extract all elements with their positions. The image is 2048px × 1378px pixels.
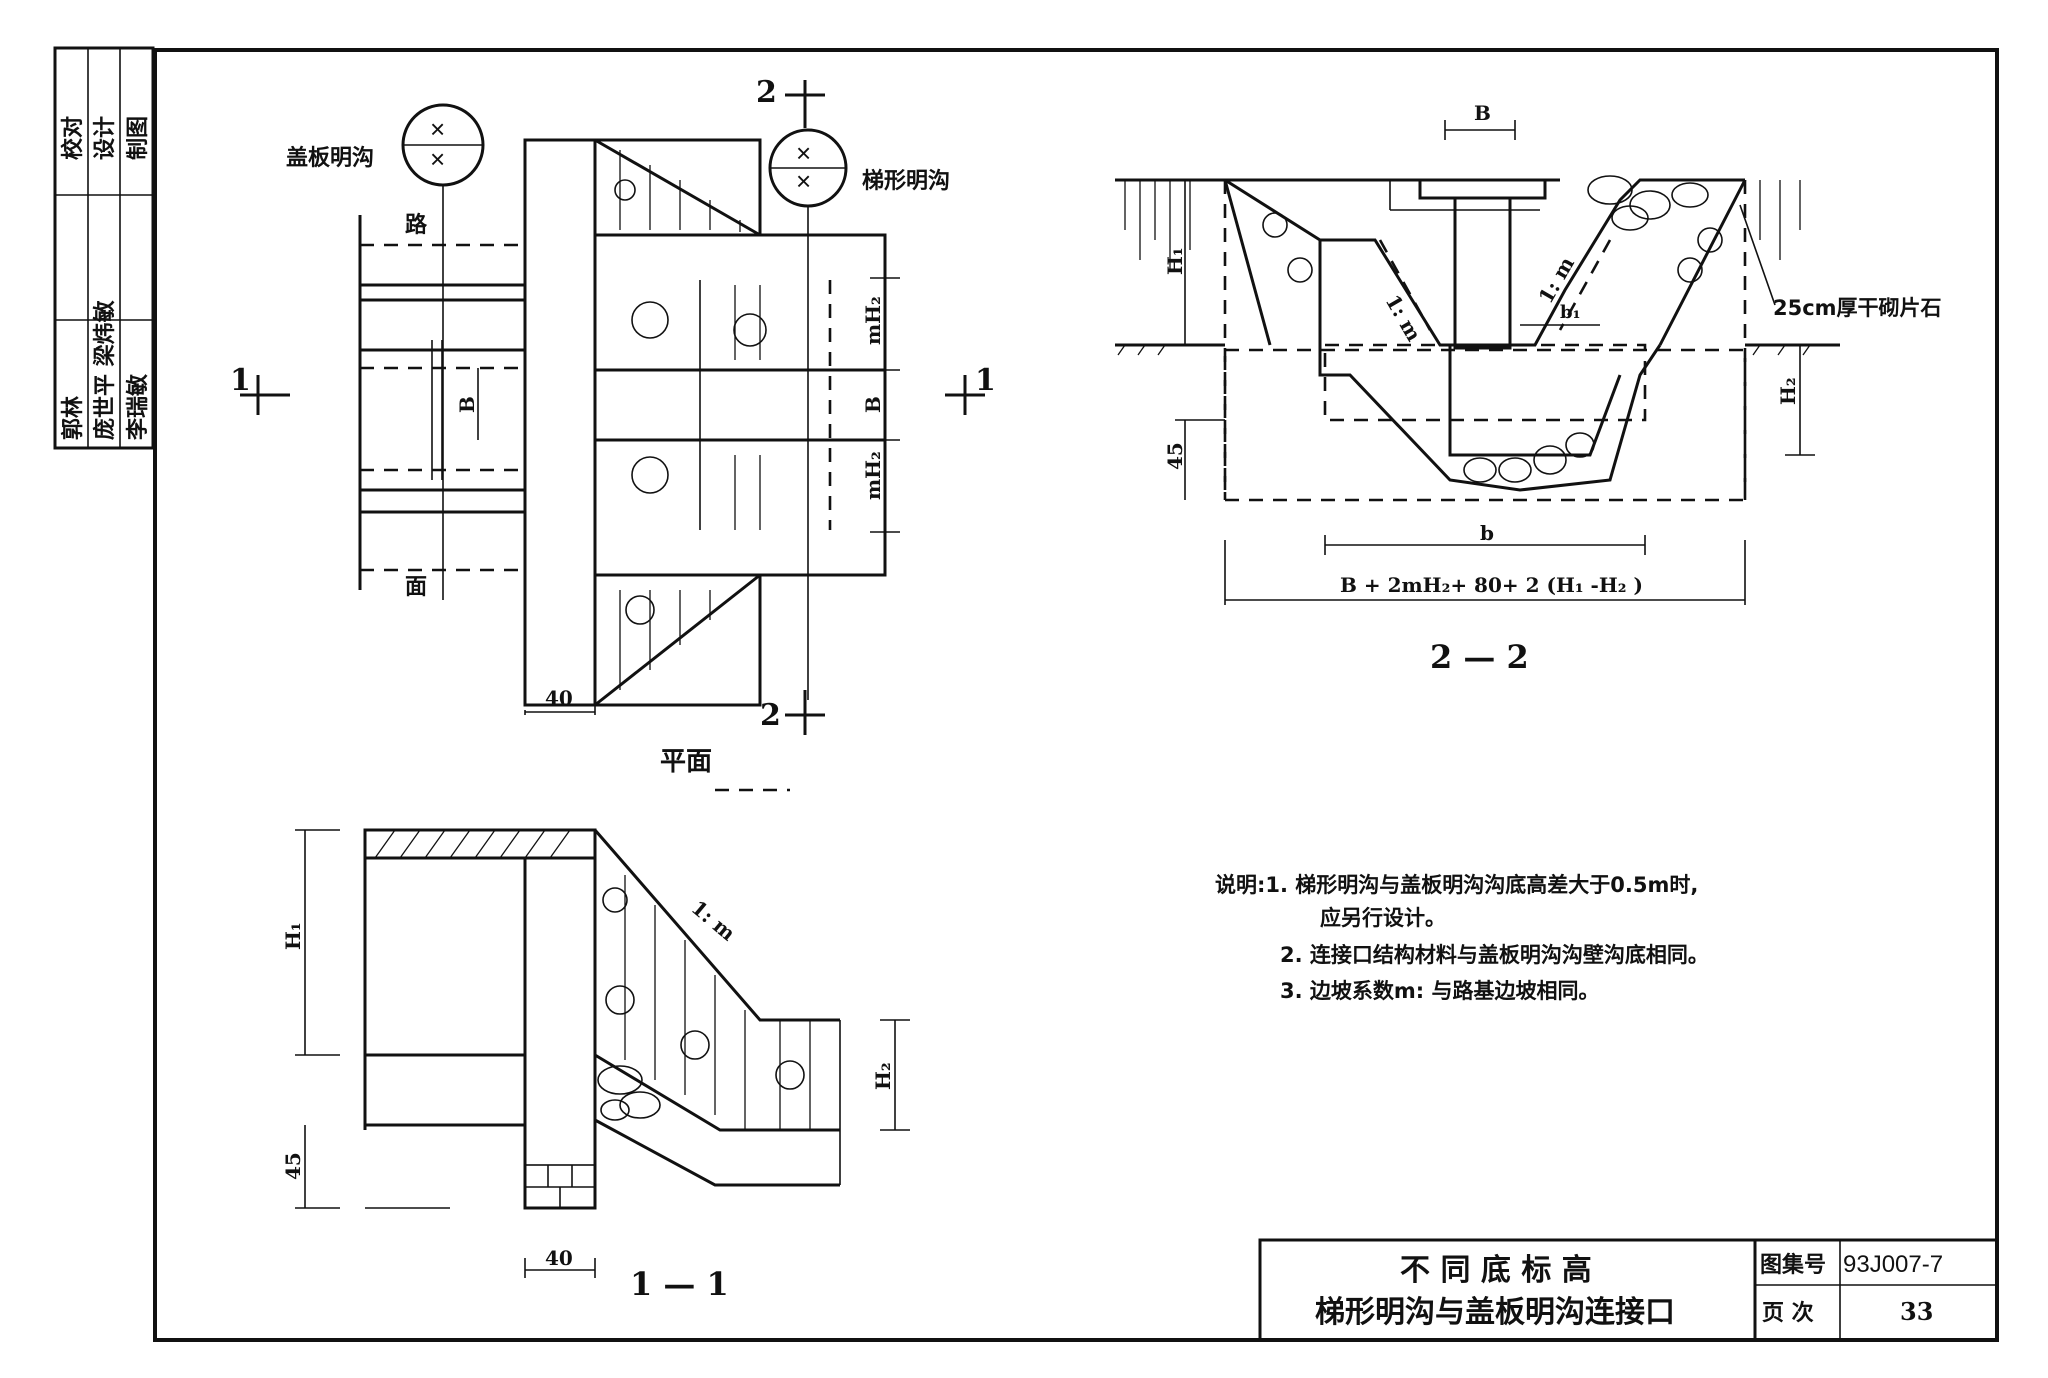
- title-line-1: 不 同 底 标 高: [1400, 1253, 1592, 1288]
- sec22-label-stone: 25cm厚干砌片石: [1773, 296, 1942, 320]
- title-line-2: 梯形明沟与盖板明沟连接口: [1315, 1295, 1675, 1330]
- note-line-2: 应另行设计。: [1320, 906, 1446, 930]
- svg-text:×: ×: [430, 144, 445, 174]
- plan-section-left: 1: [230, 363, 251, 398]
- svg-text:×: ×: [430, 114, 445, 144]
- note-line-4: 3. 边坡系数m: 与路基边坡相同。: [1280, 979, 1600, 1003]
- sidebar-person-2: 庞世平 梁炜敏: [92, 300, 118, 440]
- sec22-label-b1: b₁: [1560, 302, 1580, 323]
- plan-section-top: 2: [756, 75, 777, 110]
- sec22-dim-b-top: B: [1474, 101, 1491, 125]
- sidebar-person-1: 郭林: [60, 396, 86, 440]
- sec11-label-h1: H₁: [281, 922, 305, 950]
- plan-road-label-top: 路: [405, 212, 428, 238]
- plan-dim-mh2-bottom: mH₂: [861, 451, 885, 500]
- note-line-1: 说明:1. 梯形明沟与盖板明沟沟底高差大于0.5m时,: [1215, 873, 1698, 897]
- plan-left-marker-label: 盖板明沟: [286, 145, 374, 171]
- plan-road-label-bottom: 面: [405, 575, 427, 600]
- plan-dim-b-left: B: [455, 396, 479, 413]
- plan-section-bottom: 2: [760, 698, 781, 733]
- sidebar-role-3: 制图: [126, 116, 151, 160]
- sec22-label-h1: H₁: [1163, 247, 1187, 275]
- sec22-title: 2 — 2: [1430, 638, 1529, 676]
- note-line-3: 2. 连接口结构材料与盖板明沟沟壁沟底相同。: [1280, 943, 1709, 967]
- sidebar-role-1: 校对: [60, 116, 86, 160]
- sec11-slope-label: 1: m: [687, 895, 740, 945]
- title-block: 不 同 底 标 高 梯形明沟与盖板明沟连接口 图集号 93J007-7 页 次 …: [1258, 1238, 1999, 1342]
- plan-view: 1 1 2 2 × × × × 盖板明沟 梯形明沟 路 面 mH₂ B mH₂ …: [230, 75, 996, 792]
- plan-right-marker-label: 梯形明沟: [862, 168, 950, 194]
- sheet-border: [153, 48, 1999, 1342]
- sec22-dim-total: B + 2mH₂+ 80+ 2 (H₁ -H₂ ): [1340, 573, 1643, 597]
- signature-block: 校对 设计 制图 郭林 庞世平 梁炜敏 李瑞敏: [53, 46, 155, 450]
- atlas-value: 93J007-7: [1843, 1251, 1943, 1278]
- sec22-dim-45: 45: [1163, 442, 1187, 470]
- plan-section-right: 1: [975, 363, 996, 398]
- sidebar-role-2: 设计: [93, 116, 118, 160]
- plan-dim-b: B: [861, 396, 885, 413]
- svg-text:×: ×: [796, 166, 811, 196]
- sec22-dim-b-bottom: b: [1480, 521, 1494, 545]
- sidebar-person-3: 李瑞敏: [125, 374, 151, 441]
- sec22-label-h2: H₂: [1776, 377, 1800, 405]
- sec11-title: 1 — 1: [630, 1265, 729, 1303]
- section-2-2: B H₁ H₂ 45 1: m 1: m b₁ 25cm厚干砌片石 b B + …: [1115, 101, 1942, 676]
- page-value: 33: [1900, 1297, 1933, 1326]
- sec11-dim-45: 45: [281, 1152, 305, 1180]
- plan-title: 平面: [660, 747, 712, 777]
- sec11-label-h2: H₂: [871, 1062, 895, 1090]
- sec22-slope-left: 1: m: [1381, 291, 1427, 346]
- svg-text:×: ×: [796, 138, 811, 168]
- sec11-dim-40: 40: [545, 1246, 573, 1270]
- plan-dim-mh2-top: mH₂: [861, 296, 885, 345]
- notes: 说明:1. 梯形明沟与盖板明沟沟底高差大于0.5m时, 应另行设计。 2. 连接…: [1215, 873, 1709, 1003]
- atlas-label: 图集号: [1760, 1252, 1826, 1278]
- plan-dim-width: 40: [545, 686, 573, 710]
- section-1-1: 1: m H₁ H₂ 45 40 1 — 1: [281, 828, 910, 1303]
- page-label: 页 次: [1762, 1300, 1814, 1326]
